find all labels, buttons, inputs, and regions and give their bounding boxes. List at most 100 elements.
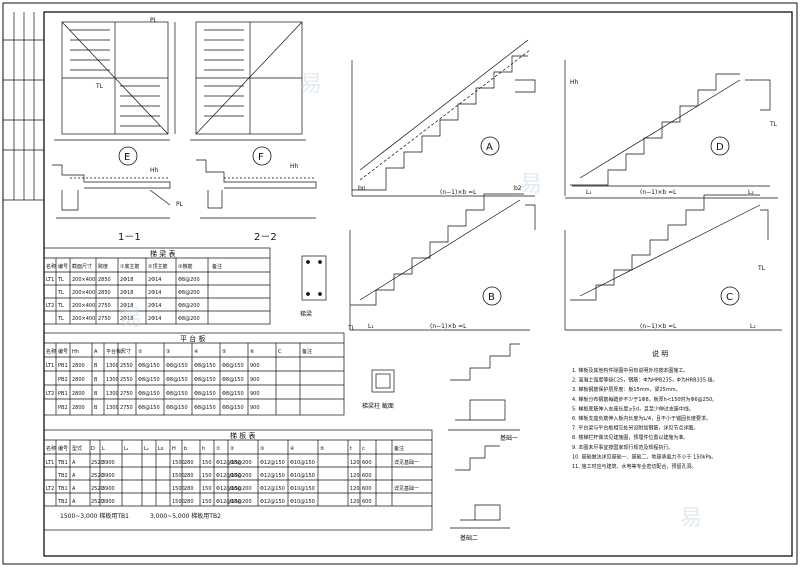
pl-label-2: PL (176, 201, 184, 208)
table-cell: B (94, 391, 98, 397)
table-header-cell: 名称 (46, 445, 56, 452)
table-header-cell: 备注 (302, 348, 312, 355)
table-cell: 3900 (102, 473, 115, 479)
table-cell: PB2 (58, 377, 68, 383)
table-header-cell: 备注 (212, 263, 222, 270)
l1-label-d: L₁ (586, 189, 592, 196)
table-cell: 1500 (172, 473, 185, 479)
table-cell: 2550 (120, 377, 133, 383)
table-cell: Φ8@200 (230, 499, 252, 505)
table-cell: Φ8@150 (194, 377, 216, 383)
table-cell: Φ10@150 (290, 499, 315, 505)
notes-list: 1. 梯板及其他构件除图中另有说明外均按本图施工。2. 混凝土强度等级C25，钢… (572, 367, 718, 470)
note-item: 8. 楼梯栏杆做法见建施图，预埋件位置以建施为准。 (572, 434, 688, 441)
table-cell: 2750 (98, 303, 111, 309)
table-cell: 150 (202, 460, 212, 466)
table-cell: TL (57, 290, 64, 296)
table-cell: A (72, 486, 76, 492)
table-header-cell: ② (230, 446, 235, 452)
table-cell: 120 (350, 460, 360, 466)
table-cell: 2800 (72, 363, 85, 369)
table-cell: Φ8@150 (222, 377, 244, 383)
table-cell: 900 (250, 391, 260, 397)
note-item: 10. 基础做法详见基础一、基础二，地基承载力不小于 150kPa。 (572, 453, 716, 460)
table-header-cell: A (94, 349, 98, 355)
table1-title: 梯 梁 表 (150, 249, 175, 258)
table-cell: Φ12@150 (260, 499, 285, 505)
table-cell: 200×400 (72, 316, 95, 322)
section-2-label: 2－2 (254, 232, 277, 243)
table-cell: 600 (362, 460, 372, 466)
table-header-cell: D (91, 446, 95, 452)
table-cell: 1500 (172, 486, 185, 492)
table-cell: Φ8@150 (138, 405, 160, 411)
table-cell: Φ8@150 (138, 363, 160, 369)
section-a (351, 39, 536, 197)
table-cell: Φ12@150 (260, 460, 285, 466)
table-cell: TL (57, 316, 64, 322)
table-cell: 详见基础一 (394, 459, 419, 466)
table-cell: 150 (202, 499, 212, 505)
table-cell: Φ8@150 (222, 363, 244, 369)
table-cell: 200×400 (72, 303, 95, 309)
diagram-b-label: B (488, 292, 495, 303)
table-cell: Φ8@200 (230, 473, 252, 479)
table-cell: 150 (202, 473, 212, 479)
note-item: 3. 梯板钢筋保护层厚度：板15mm，梁25mm。 (572, 386, 681, 393)
table-header-cell: Ls (158, 446, 164, 452)
table-cell: B (94, 377, 98, 383)
table-header-cell: ⑤ (320, 446, 324, 452)
diagram-c-label: C (726, 292, 733, 303)
table-cell: Φ12@150 (260, 473, 285, 479)
tl-label-4: TL (347, 325, 356, 332)
table-cell: 280 (184, 460, 194, 466)
l1-label-b: L₁ (368, 323, 374, 330)
table-header-cell: ⑥ (250, 349, 255, 355)
tl-label-2: TL (769, 121, 778, 128)
table-header-cell: 编号 (58, 263, 68, 270)
column-label: 梯梁柱 截面 (362, 402, 394, 410)
plan-view-2 (190, 21, 306, 141)
table-cell: 900 (250, 377, 260, 383)
table-cell: LT2 (46, 486, 54, 492)
diagram-e-label: E (124, 152, 130, 163)
diagram-a-label: A (486, 142, 493, 153)
table3-grid (43, 429, 433, 531)
table-cell: Φ10@150 (290, 460, 315, 466)
table-cell: Φ12@150 (260, 486, 285, 492)
table-cell: Φ10@150 (290, 473, 315, 479)
table-header-cell: 型式 (72, 445, 82, 452)
table-header-cell: ① (120, 349, 125, 355)
table-cell: 2750 (120, 405, 133, 411)
table-cell: A (72, 460, 76, 466)
table-cell: TB1 (57, 486, 68, 492)
table-header-cell: 名称 (46, 263, 56, 270)
table-cell: LT2 (46, 303, 54, 309)
table-cell: 2Φ18 (120, 303, 133, 309)
table-cell: Φ8@200 (178, 277, 200, 283)
table-header-cell: Hh (72, 349, 79, 355)
table-cell: Φ8@150 (194, 391, 216, 397)
base-1-detail (448, 343, 520, 431)
table-cell: 1300 (106, 363, 119, 369)
formula-b: (n−1)×b =L (430, 323, 467, 330)
table-header-cell: b (184, 446, 187, 452)
base-2-detail (450, 445, 510, 529)
tl-label-3: TL (757, 265, 766, 272)
table-cell: 2Φ14 (148, 290, 161, 296)
table-header-cell: ③ (166, 349, 170, 355)
table-cell: Φ8@200 (230, 486, 252, 492)
table-cell: 1500 (172, 460, 185, 466)
table-cell: 2750 (120, 391, 133, 397)
table2-grid (43, 332, 345, 416)
table-cell: 120 (350, 473, 360, 479)
diagram-f-label: F (258, 152, 264, 163)
table-cell: LT2 (46, 391, 54, 397)
table-cell: B (94, 363, 98, 369)
table-cell: A (72, 499, 76, 505)
table-cell: 600 (362, 473, 372, 479)
table-cell: LT1 (46, 460, 54, 466)
